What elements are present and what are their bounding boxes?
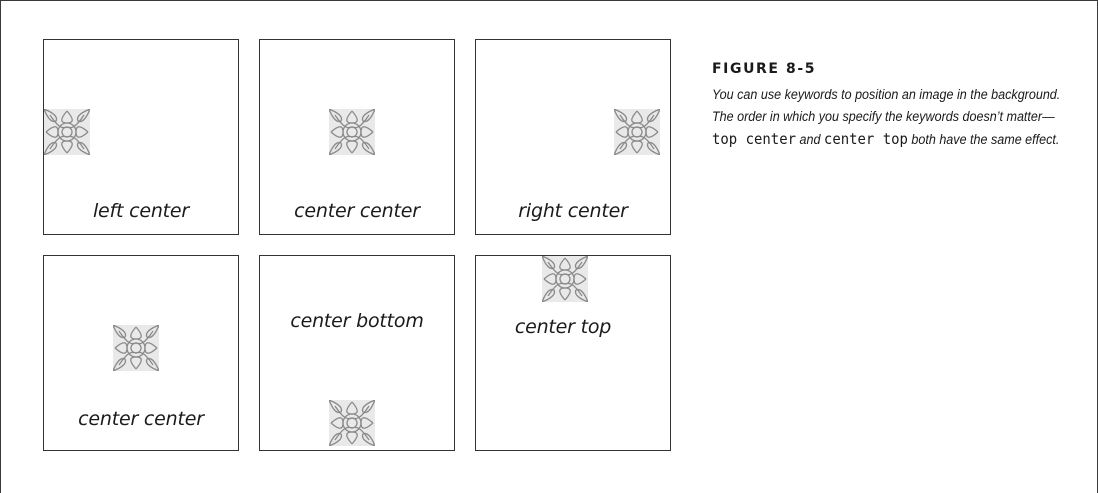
- background-tile-image: [542, 256, 588, 302]
- panel-label: center center: [260, 202, 454, 221]
- background-tile-image: [329, 400, 375, 446]
- background-tile-image: [614, 109, 660, 155]
- panel-label: center bottom: [260, 312, 454, 331]
- caption-text: and: [796, 132, 824, 147]
- panel-label: left center: [44, 202, 238, 221]
- background-tile-image: [329, 109, 375, 155]
- panel-label: center center: [44, 410, 238, 429]
- panel-left-center: left center: [43, 39, 239, 235]
- panel-label: right center: [476, 202, 670, 221]
- panel-center-center-2: center center: [43, 255, 239, 451]
- caption-text: both have the same effect.: [908, 132, 1059, 147]
- background-tile-image: [44, 109, 90, 155]
- panel-center-top: center top: [475, 255, 671, 451]
- panel-center-bottom: center bottom: [259, 255, 455, 451]
- panel-right-center: right center: [475, 39, 671, 235]
- figure-title: FIGURE 8-5: [712, 61, 816, 77]
- caption-code: center top: [824, 130, 908, 148]
- background-tile-image: [113, 325, 159, 371]
- caption-text: You can use keywords to position an imag…: [712, 87, 1060, 124]
- panel-label: center top: [475, 318, 660, 337]
- figure-caption: You can use keywords to position an imag…: [712, 84, 1065, 151]
- panel-center-center: center center: [259, 39, 455, 235]
- caption-code: top center: [712, 130, 796, 148]
